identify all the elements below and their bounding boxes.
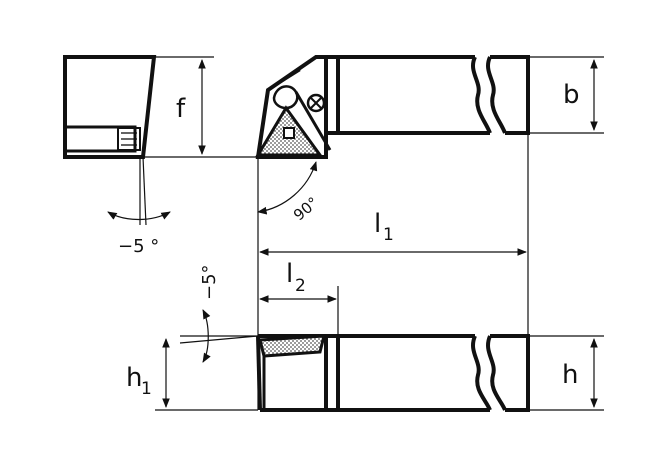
angle-neg5-top: −5 ° xyxy=(107,156,171,257)
label-l2: l xyxy=(286,259,293,289)
dim-b: b xyxy=(528,56,604,134)
shank-top xyxy=(255,55,530,159)
label-h: h xyxy=(562,360,578,390)
label-l1-sub: 1 xyxy=(383,225,394,245)
label-h1: h xyxy=(126,363,142,393)
dim-h: h xyxy=(528,335,604,411)
label-neg5-top: −5 ° xyxy=(118,236,159,257)
dim-h1: h 1 xyxy=(126,338,258,411)
label-b: b xyxy=(563,80,580,110)
angle-neg5-side: −5° xyxy=(179,264,259,363)
dim-l2: l 2 xyxy=(259,259,339,336)
label-l1: l xyxy=(374,209,381,239)
side-view xyxy=(256,334,530,412)
label-h1-sub: 1 xyxy=(141,379,152,399)
label-l2-sub: 2 xyxy=(295,276,306,296)
label-90: 90° xyxy=(290,193,322,224)
end-view xyxy=(63,55,157,159)
dim-f: f xyxy=(143,56,258,158)
label-neg5-side: −5° xyxy=(199,264,220,300)
top-view: f b −5 ° 90° xyxy=(63,55,604,410)
label-f: f xyxy=(176,94,186,124)
dim-l1: l 1 xyxy=(259,133,529,336)
